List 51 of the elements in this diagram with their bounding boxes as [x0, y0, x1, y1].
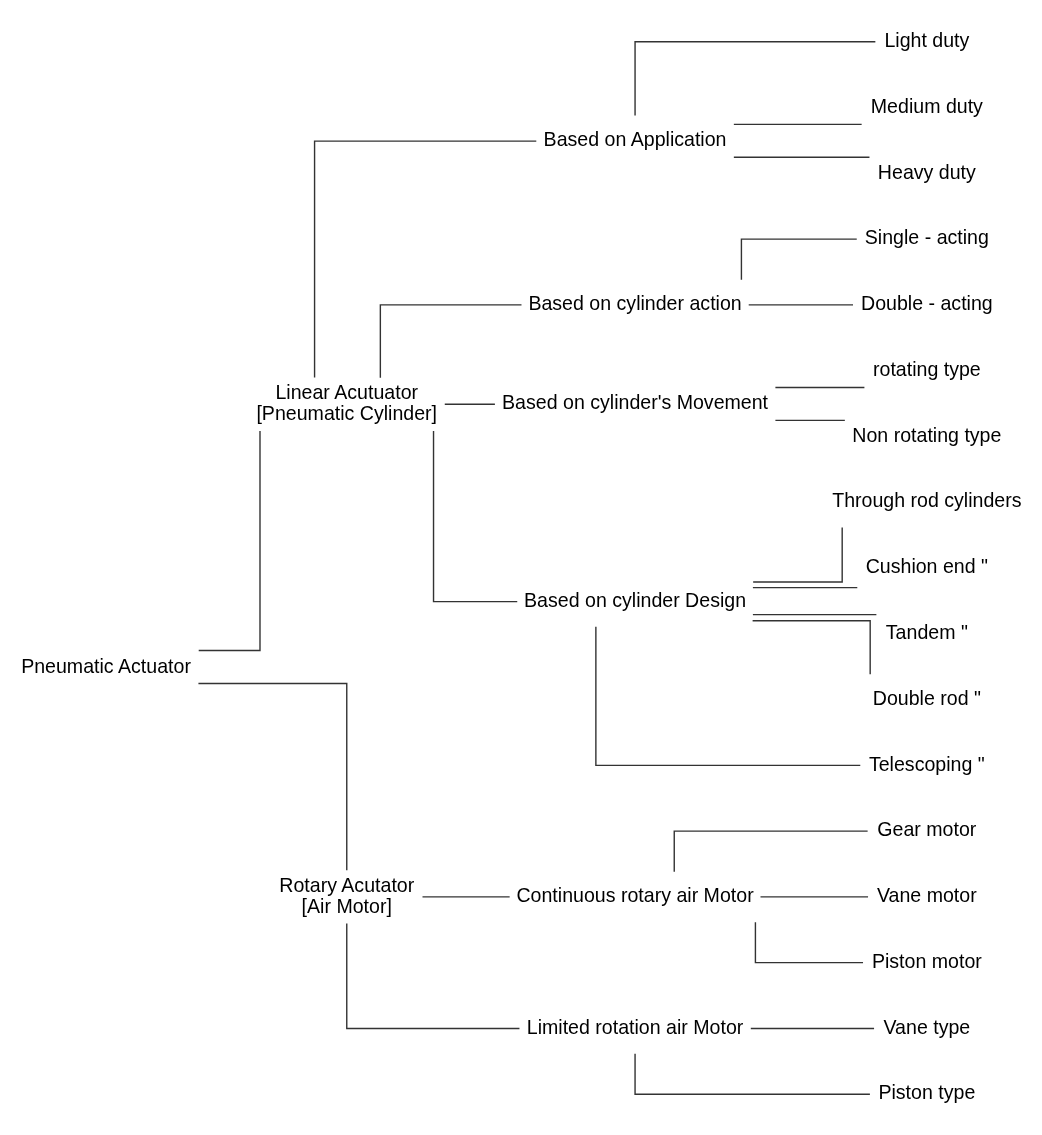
connector [740, 237, 858, 280]
node-text: Cushion end " [865, 554, 989, 577]
node-text: Through rod cylinders [832, 488, 1022, 511]
connector [197, 682, 348, 871]
node-text: Non rotating type [852, 423, 1002, 446]
node-text: Continuous rotary air Motor [516, 883, 754, 906]
node-text: rotating type [872, 357, 981, 380]
node-text: Vane type [883, 1015, 971, 1038]
node-text: Rotary Acutator [Air Motor] [279, 873, 415, 917]
node-text: Single - acting [864, 225, 989, 248]
node-text: Double rod " [872, 686, 981, 709]
connector [759, 895, 869, 898]
node-text: Piston motor [871, 949, 982, 972]
connector [752, 526, 843, 583]
node-text: Based on cylinder Design [524, 588, 747, 611]
node-text: Pneumatic Actuator [21, 654, 191, 677]
connector [754, 920, 864, 963]
connector [346, 922, 521, 1029]
node-text: Linear Acutuator [Pneumatic Cylinder] [256, 380, 438, 424]
node-text: Limited rotation air Motor [526, 1015, 744, 1038]
connector [751, 619, 871, 675]
connector [421, 895, 511, 898]
connector [379, 303, 523, 378]
connector [748, 303, 854, 306]
connector [750, 1027, 875, 1029]
connector [444, 403, 496, 405]
connector [774, 419, 846, 421]
connector [432, 429, 518, 602]
connector [634, 40, 877, 116]
node-text: Vane motor [876, 883, 977, 906]
connector [673, 829, 869, 872]
connector [752, 586, 858, 588]
node-text: Telescoping " [868, 752, 985, 775]
node-text: Based on cylinder's Movement [502, 390, 769, 413]
node-text: Double - acting [861, 291, 993, 314]
node-text: Heavy duty [877, 160, 976, 183]
connector [634, 1052, 871, 1095]
node-text: Light duty [884, 28, 970, 51]
node-text: Gear motor [877, 817, 977, 840]
node-text: Based on cylinder action [528, 291, 742, 314]
connector [198, 429, 261, 651]
connector [752, 613, 878, 615]
connector [595, 625, 861, 766]
connector [733, 156, 871, 158]
node-text: Medium duty [870, 94, 983, 117]
node-text: Tandem " [885, 620, 968, 643]
connector [313, 139, 537, 378]
node-text: Piston type [878, 1080, 976, 1103]
connector [733, 123, 863, 125]
node-text: Based on Application [543, 127, 727, 150]
connector [774, 386, 866, 388]
